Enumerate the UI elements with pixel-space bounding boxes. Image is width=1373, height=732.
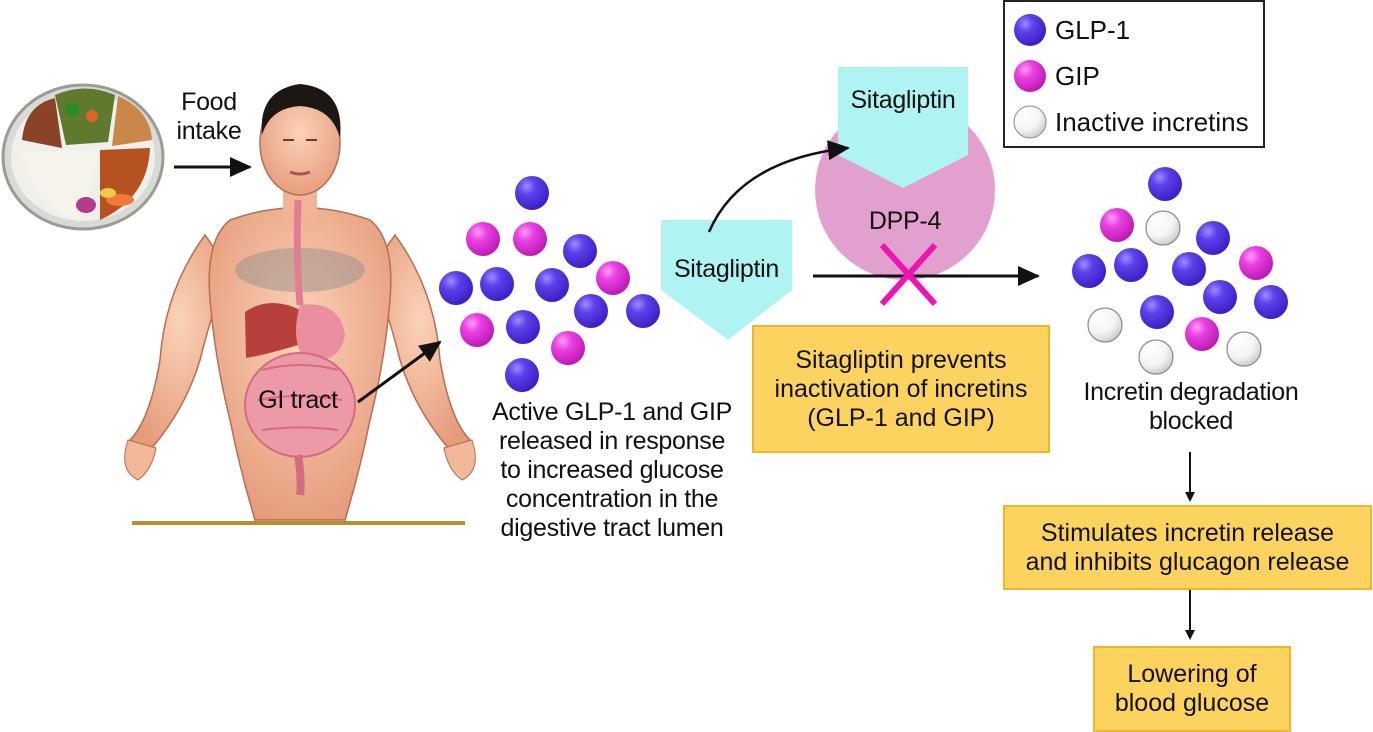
glp1-molecule xyxy=(626,294,660,328)
text-line: blocked xyxy=(1148,407,1234,435)
legend: GLP-1 GIP Inactive incretins xyxy=(1003,0,1265,148)
legend-label: Inactive incretins xyxy=(1055,106,1249,137)
sitagliptin-left-label: Sitagliptin xyxy=(673,255,780,283)
food-intake-label: Food intake xyxy=(168,88,250,146)
glp1-molecule xyxy=(1072,254,1106,288)
stimulates-release-box: Stimulates incretin release and inhibits… xyxy=(1003,505,1372,590)
glp1-molecule xyxy=(574,294,608,328)
gip-molecule xyxy=(460,313,494,347)
inactive-ball-icon xyxy=(1013,105,1047,139)
lowering-glucose-box: Lowering of blood glucose xyxy=(1093,646,1291,732)
binding-arrow xyxy=(707,140,850,233)
human-body-illustration xyxy=(124,84,476,525)
blocked-x-icon xyxy=(879,242,938,307)
gip-molecule xyxy=(1100,208,1134,242)
text-line: digestive tract lumen xyxy=(500,514,724,542)
food-label-line: intake xyxy=(176,117,242,145)
gip-ball-icon xyxy=(1014,60,1046,92)
inactive-molecule xyxy=(1087,307,1123,343)
glp1-molecule xyxy=(1172,252,1206,286)
legend-item-gip: GIP xyxy=(1013,56,1100,96)
food-plate-illustration xyxy=(1,83,165,231)
glp1-molecule xyxy=(535,268,569,302)
text-line: (GLP-1 and GIP) xyxy=(807,403,995,432)
legend-label: GIP xyxy=(1055,60,1100,91)
glp1-molecule xyxy=(1114,248,1148,282)
sitagliptin-bound-shape xyxy=(838,67,968,188)
glp1-ball-icon xyxy=(1014,14,1046,46)
gip-molecule xyxy=(551,331,585,365)
active-release-text: Active GLP-1 and GIP released in respons… xyxy=(462,398,762,543)
sitagliptin-free-shape xyxy=(661,220,792,340)
text-line: blood glucose xyxy=(1114,689,1270,717)
inactive-molecule xyxy=(1138,339,1174,375)
text-line: and inhibits glucagon release xyxy=(1025,547,1350,576)
glp1-molecule xyxy=(439,271,473,305)
gi-tract-label: GI tract xyxy=(258,386,338,414)
legend-label: GLP-1 xyxy=(1055,14,1131,45)
text-line: Incretin degradation xyxy=(1083,378,1299,406)
text-line: inactivation of incretins xyxy=(774,374,1028,403)
legend-item-inactive: Inactive incretins xyxy=(1013,102,1249,142)
glp1-molecule xyxy=(1254,285,1288,319)
gip-molecule xyxy=(1239,246,1273,280)
glp1-molecule xyxy=(506,310,540,344)
text-line: to increased glucose xyxy=(500,456,724,484)
glp1-molecule xyxy=(1203,280,1237,314)
inactive-molecule xyxy=(1145,210,1181,246)
food-label-line: Food xyxy=(181,88,237,116)
blocked-incretin-cluster xyxy=(1072,167,1288,375)
inactive-molecule xyxy=(1226,331,1262,367)
glp1-molecule xyxy=(505,358,539,392)
gip-molecule xyxy=(596,261,630,295)
glp1-molecule xyxy=(563,234,597,268)
prevents-inactivation-box: Sitagliptin prevents inactivation of inc… xyxy=(752,325,1050,453)
text-line: Lowering of xyxy=(1127,660,1257,688)
glp1-molecule xyxy=(515,176,549,210)
active-incretin-cluster xyxy=(439,176,660,392)
gi-tract-arrow xyxy=(357,340,442,404)
text-line: Stimulates incretin release xyxy=(1040,518,1335,547)
glp1-molecule xyxy=(1140,295,1174,329)
degradation-blocked-text: Incretin degradation blocked xyxy=(1060,378,1322,436)
text-line: concentration in the xyxy=(505,485,719,513)
gip-molecule xyxy=(513,222,547,256)
text-line: Sitagliptin prevents xyxy=(795,345,1007,374)
glp1-molecule xyxy=(1148,167,1182,201)
legend-item-glp1: GLP-1 xyxy=(1013,10,1130,50)
glp1-molecule xyxy=(1196,221,1230,255)
dpp4-label: DPP-4 xyxy=(868,207,942,235)
gip-molecule xyxy=(1185,317,1219,351)
glp1-molecule xyxy=(480,267,514,301)
gip-molecule xyxy=(466,222,500,256)
text-line: released in response xyxy=(498,427,726,455)
text-line: Active GLP-1 and GIP xyxy=(492,398,732,426)
sitagliptin-top-label: Sitagliptin xyxy=(850,86,956,114)
